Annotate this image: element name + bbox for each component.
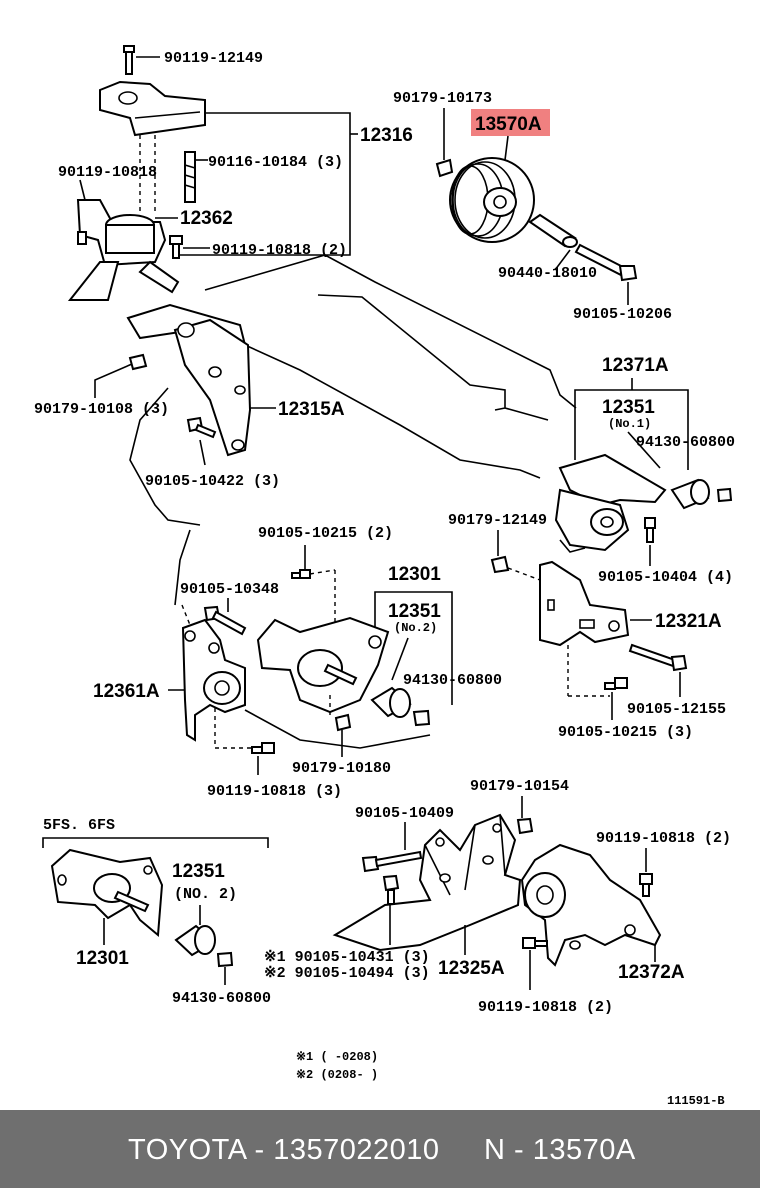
label-90105-10404: 90105-10404 (4): [598, 569, 733, 586]
bracket-12301-5fs: [50, 848, 164, 938]
mount-12362: [67, 199, 180, 301]
bracket-12316: [99, 80, 206, 137]
label-90119-10818-2b: 90119-10818 (2): [596, 830, 731, 847]
label-90105-10422: 90105-10422 (3): [145, 473, 280, 490]
bolt-90119-10818-b: [251, 742, 275, 754]
label-94130-60800c: 94130-60800: [172, 990, 271, 1007]
label-5fs-6fs: 5FS. 6FS: [43, 817, 115, 834]
label-12371A: 12371A: [602, 355, 669, 376]
stud-90116-10184: [184, 151, 196, 203]
label-90105-12155: 90105-12155: [627, 701, 726, 718]
label-90119-10818-2a: 90119-10818 (2): [212, 242, 347, 259]
bushing-12351-no1: [670, 478, 710, 510]
bracket-12301: [256, 616, 390, 714]
label-90179-12149: 90179-12149: [448, 512, 547, 529]
mount-12372A: [520, 843, 662, 967]
diagram-code: 111591-B: [667, 1094, 725, 1108]
label-13570A[interactable]: 13570A: [475, 114, 542, 135]
label-90105-10431: ※1 90105-10431 (3): [264, 949, 430, 966]
label-12361A: 12361A: [93, 681, 160, 702]
label-12351a: 12351: [602, 397, 655, 418]
bolt-90105-10404: [644, 517, 656, 543]
label-90440-18010: 90440-18010: [498, 265, 597, 282]
note-2: ※2 (0208- ): [296, 1068, 378, 1082]
label-12301b: 12301: [76, 948, 129, 969]
label-90179-10180: 90179-10180: [292, 760, 391, 777]
label-12321A: 12321A: [655, 611, 722, 632]
label-12351c: 12351: [172, 861, 225, 882]
note-1: ※1 ( -0208): [296, 1050, 378, 1064]
label-90119-10818-2c: 90119-10818 (2): [478, 999, 613, 1016]
label-12362: 12362: [180, 208, 233, 229]
label-90179-10154: 90179-10154: [470, 778, 569, 795]
bolt-90119-10818-d: [522, 937, 548, 949]
label-90105-10494: ※2 90105-10494 (3): [264, 965, 430, 982]
pulley-13570A[interactable]: [449, 157, 535, 243]
bolt-90105-10206: [574, 243, 638, 282]
collar-90440-18010: [528, 213, 578, 248]
bolt-90105-10348: [203, 605, 247, 636]
label-90179-10108: 90179-10108 (3): [34, 401, 169, 418]
label-90105-10348: 90105-10348: [180, 581, 279, 598]
bracket-12325A: [332, 813, 522, 952]
bolt-90119-10818-c: [639, 873, 653, 897]
parts-diagram: 90119-12149 12316 90116-10184 (3) 90119-…: [34, 45, 735, 1108]
bolt-90105-10215-3: [604, 677, 628, 690]
bolt-90105-10215-2: [291, 569, 311, 579]
label-no2a: (No.2): [394, 621, 437, 635]
highlight-13570A: [471, 109, 550, 136]
label-12325A: 12325A: [438, 958, 505, 979]
label-90116-10184: 90116-10184 (3): [208, 154, 343, 171]
label-12372A: 12372A: [618, 962, 685, 983]
label-90119-10818: 90119-10818: [58, 164, 157, 181]
label-12301a: 12301: [388, 564, 441, 585]
bolt-90105-10431: [382, 874, 400, 905]
label-90179-10173: 90179-10173: [393, 90, 492, 107]
footer-part-number: TOYOTA - 1357022010: [128, 1134, 440, 1166]
bracket-12321A: [539, 560, 630, 647]
bolt-90119-12149: [123, 45, 135, 75]
bolt-90105-10409: [361, 850, 423, 873]
label-90105-10215-2: 90105-10215 (2): [258, 525, 393, 542]
mount-12371A: [554, 453, 667, 553]
bolt-90119-10818-a: [169, 235, 183, 259]
label-no1: (No.1): [608, 417, 651, 431]
label-90119-10818-3: 90119-10818 (3): [207, 783, 342, 800]
bushing-12351-5fs: [174, 924, 216, 957]
bracket-12315A: [126, 303, 252, 457]
bolt-90105-12155: [628, 643, 688, 672]
bolt-90105-10422: [186, 416, 217, 439]
label-90105-10409: 90105-10409: [355, 805, 454, 822]
label-90119-12149: 90119-12149: [164, 50, 263, 67]
label-no2b: (NO. 2): [174, 886, 237, 903]
label-12315A: 12315A: [278, 399, 345, 420]
label-12351b: 12351: [388, 601, 441, 622]
footer-ref-number: N - 13570A: [484, 1134, 636, 1166]
label-12316: 12316: [360, 125, 413, 146]
label-94130-60800a: 94130-60800: [636, 434, 735, 451]
label-90105-10206: 90105-10206: [573, 306, 672, 323]
label-94130-60800b: 94130-60800: [403, 672, 502, 689]
mount-12361A: [181, 618, 246, 742]
footer-bar: TOYOTA - 1357022010 N - 13570A: [0, 1110, 760, 1188]
bushing-12351-no2: [370, 686, 412, 718]
label-90105-10215-3: 90105-10215 (3): [558, 724, 693, 741]
